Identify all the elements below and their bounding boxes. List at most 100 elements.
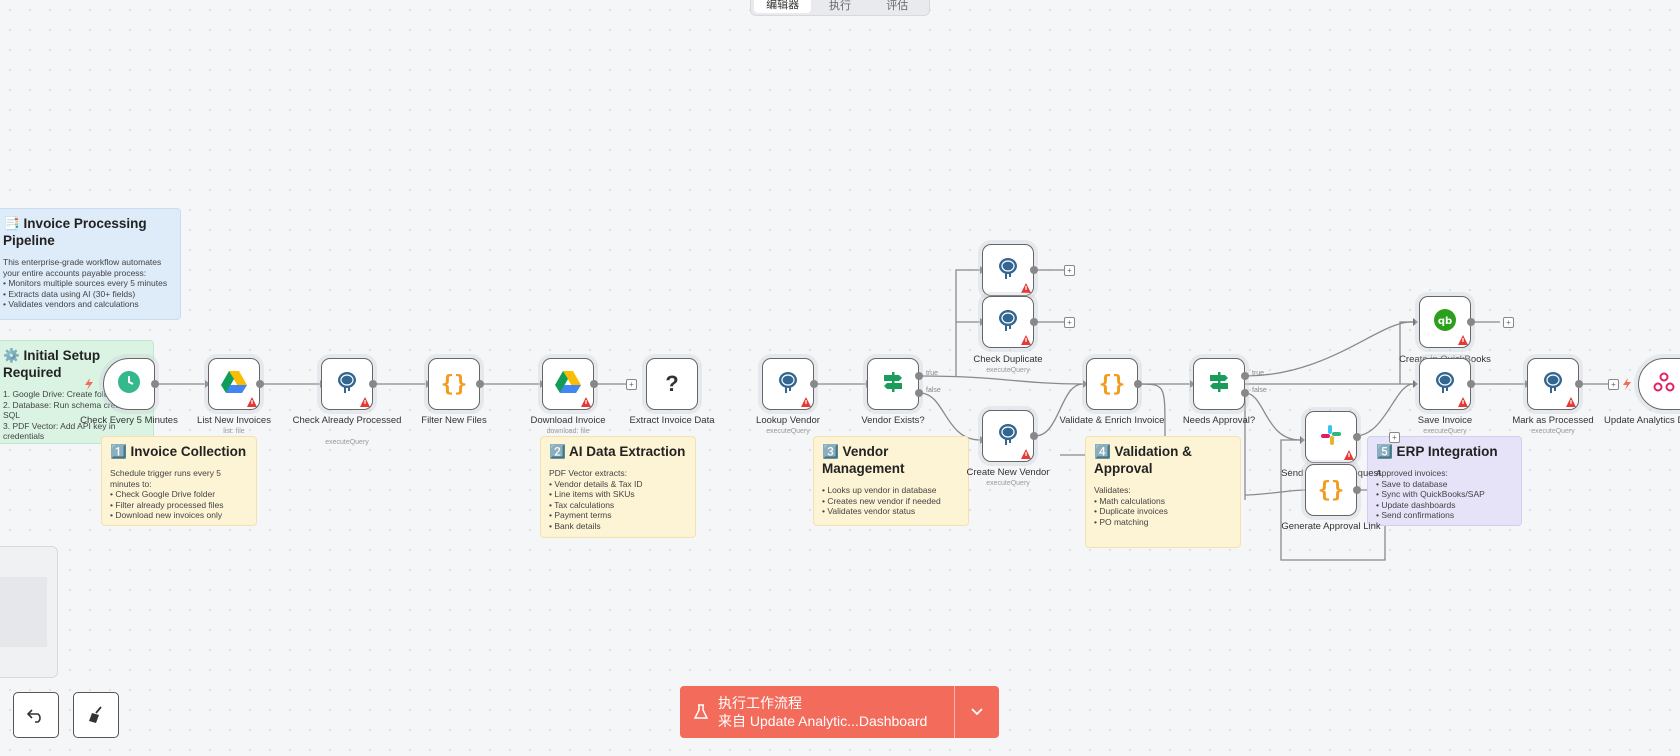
warning-icon	[1021, 449, 1031, 459]
sticky-title: 5️⃣ ERP Integration	[1376, 444, 1498, 459]
output-handle[interactable]	[1030, 432, 1038, 440]
node-list-new-invoices[interactable]	[208, 358, 260, 410]
add-node-plus[interactable]: +	[1503, 317, 1514, 328]
undo-button[interactable]	[13, 692, 59, 738]
tab-executions[interactable]: 执行	[828, 0, 851, 12]
node-label: Create New Vendor	[966, 467, 1050, 478]
node-label: List New Invoices	[197, 415, 271, 426]
sticky-title: 2️⃣ AI Data Extraction	[549, 444, 686, 459]
node-filter-new-files[interactable]: {}	[428, 358, 480, 410]
node-needs-approval[interactable]	[1193, 358, 1245, 410]
output-handle-true[interactable]	[1241, 372, 1249, 380]
warning-icon	[1344, 450, 1354, 460]
node-subtitle: list: file	[223, 428, 245, 435]
output-handle[interactable]	[1575, 380, 1583, 388]
node-save-invoice[interactable]	[1419, 358, 1471, 410]
node-label: Extract Invoice Data	[629, 415, 715, 426]
node-send-approval-request[interactable]	[1305, 411, 1357, 463]
warning-icon	[581, 397, 591, 407]
lightning-icon	[85, 378, 93, 390]
output-handle[interactable]	[1030, 266, 1038, 274]
add-node-plus[interactable]: +	[626, 379, 637, 390]
output-handle[interactable]	[1134, 380, 1142, 388]
if-signpost-icon	[881, 370, 905, 399]
output-handle[interactable]	[369, 380, 377, 388]
node-create-new-vendor[interactable]	[982, 410, 1034, 462]
node-create-in-quickbooks[interactable]: qb	[1419, 296, 1471, 348]
sticky-note-pipeline[interactable]: 📑 Invoice Processing Pipeline This enter…	[0, 208, 181, 320]
output-handle[interactable]	[1030, 318, 1038, 326]
output-handle[interactable]	[1353, 486, 1361, 494]
node-download-invoice[interactable]	[542, 358, 594, 410]
node-vendor-exists[interactable]	[867, 358, 919, 410]
sticky-note-validation[interactable]: 4️⃣ Validation & Approval Validates: • M…	[1085, 436, 1241, 548]
node-label: Filter New Files	[421, 415, 487, 426]
sticky-body: Schedule trigger runs every 5 minutes to…	[110, 468, 224, 520]
svg-text:qb: qb	[1438, 316, 1452, 327]
node-subtitle: executeQuery	[986, 480, 1030, 487]
sticky-note-vendor[interactable]: 3️⃣ Vendor Management • Looks up vendor …	[813, 436, 969, 526]
tab-evaluations[interactable]: 评估	[886, 0, 909, 12]
sticky-note-extraction[interactable]: 2️⃣ AI Data Extraction PDF Vector extrac…	[540, 436, 696, 538]
warning-icon	[1458, 397, 1468, 407]
node-label: Check Duplicate	[973, 354, 1043, 365]
sticky-title: 1️⃣ Invoice Collection	[110, 444, 247, 459]
tab-editor[interactable]: 编辑器	[754, 0, 812, 13]
output-handle[interactable]	[590, 380, 598, 388]
execute-workflow-main[interactable]: 执行工作流程 来自 Update Analytic...Dashboard	[680, 686, 955, 738]
output-handle[interactable]	[1467, 380, 1475, 388]
node-generate-approval-link[interactable]: {}	[1305, 464, 1357, 516]
node-extract-invoice-data[interactable]: ?	[646, 358, 698, 410]
output-handle[interactable]	[1353, 433, 1361, 441]
tidy-up-button[interactable]	[73, 692, 119, 738]
execute-workflow-button[interactable]: 执行工作流程 来自 Update Analytic...Dashboard	[680, 686, 999, 738]
postgres-icon	[996, 422, 1020, 451]
output-handle-false[interactable]	[915, 389, 923, 397]
node-label: Save Invoice	[1417, 415, 1473, 426]
node-mark-as-processed[interactable]	[1527, 358, 1579, 410]
sticky-title: 4️⃣ Validation & Approval	[1094, 444, 1192, 476]
execute-dropdown-button[interactable]	[955, 686, 999, 738]
postgres-icon	[1541, 370, 1565, 399]
output-handle[interactable]	[151, 380, 159, 388]
postgres-icon	[776, 370, 800, 399]
google-drive-icon	[221, 370, 247, 398]
clock-icon	[117, 370, 141, 399]
node-label: Needs Approval?	[1182, 415, 1256, 426]
sticky-note-collection[interactable]: 1️⃣ Invoice Collection Schedule trigger …	[101, 436, 257, 526]
edge-label-true: true	[1252, 370, 1265, 377]
node-check-po[interactable]	[982, 244, 1034, 296]
node-lookup-vendor[interactable]	[762, 358, 814, 410]
warning-icon	[360, 397, 370, 407]
add-node-plus[interactable]: +	[1064, 317, 1075, 328]
output-handle[interactable]	[1467, 318, 1475, 326]
node-label: Vendor Exists?	[861, 415, 925, 426]
node-check-already-processed[interactable]	[321, 358, 373, 410]
add-node-plus[interactable]: +	[1608, 379, 1619, 390]
add-node-plus[interactable]: +	[1389, 432, 1400, 443]
node-update-analytics-dashboard[interactable]	[1638, 358, 1680, 410]
edge-label-false: false	[1252, 387, 1267, 394]
output-handle-false[interactable]	[1241, 389, 1249, 397]
output-handle[interactable]	[256, 380, 264, 388]
if-signpost-icon	[1207, 370, 1231, 399]
node-label: Download Invoice	[530, 415, 606, 426]
question-icon: ?	[665, 371, 679, 396]
lightning-icon	[1623, 378, 1631, 390]
output-handle-true[interactable]	[915, 372, 923, 380]
node-check-every[interactable]	[103, 358, 155, 410]
mode-tabs: 编辑器 执行 评估	[750, 0, 930, 16]
code-braces-icon: {}	[1317, 477, 1345, 503]
node-subtitle: executeQuery	[1531, 428, 1575, 435]
sticky-note-erp[interactable]: 5️⃣ ERP Integration Approved invoices: •…	[1367, 436, 1522, 526]
minimap[interactable]	[0, 546, 58, 678]
output-handle[interactable]	[810, 380, 818, 388]
node-validate-enrich[interactable]: {}	[1086, 358, 1138, 410]
code-braces-icon: {}	[1098, 371, 1126, 397]
node-subtitle: executeQuery	[986, 367, 1030, 374]
chevron-down-icon	[971, 708, 983, 716]
output-handle[interactable]	[476, 380, 484, 388]
add-node-plus[interactable]: +	[1064, 265, 1075, 276]
node-check-duplicate[interactable]	[982, 296, 1034, 348]
